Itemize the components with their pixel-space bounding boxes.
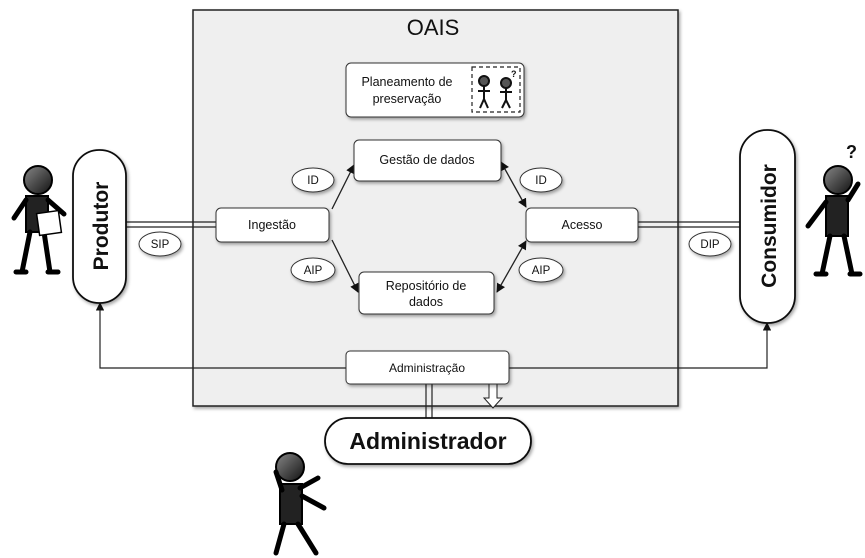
ingestao-label: Ingestão — [248, 218, 296, 232]
repositorio-line1: Repositório de — [386, 279, 467, 293]
consumer-question-mark: ? — [846, 142, 857, 162]
node-gestao-de-dados: Gestão de dados — [353, 139, 502, 182]
administracao-label: Administração — [389, 361, 465, 375]
produtor-label: Produtor — [90, 182, 113, 271]
arrow-to-consumidor — [509, 322, 772, 369]
node-acesso: Acesso — [525, 207, 639, 243]
node-ingestao: Ingestão — [215, 207, 330, 243]
pkg-dip: DIP — [688, 231, 732, 257]
pkg-aip-left: AIP — [290, 257, 336, 283]
arrow-to-produtor — [95, 302, 346, 369]
planeamento-line2: preservação — [373, 92, 442, 106]
mini-question-mark: ? — [511, 69, 517, 79]
consumer-figure-icon: ? — [805, 142, 863, 277]
planeamento-line1: Planeamento de — [361, 75, 452, 89]
pkg-aip-right: AIP — [518, 257, 564, 283]
pkg-id-left: ID — [291, 167, 335, 193]
gestao-label: Gestão de dados — [379, 153, 474, 167]
actor-produtor: Produtor — [72, 149, 127, 304]
id-left-label: ID — [307, 175, 319, 187]
id-right-label: ID — [535, 175, 547, 187]
node-planeamento: Planeamento de preservação ? — [345, 62, 525, 118]
node-repositorio-de-dados: Repositório de dados — [358, 271, 495, 315]
aip-left-label: AIP — [304, 265, 323, 277]
package-labels: SIP DIP ID ID AIP AIP — [138, 167, 732, 283]
dip-label: DIP — [700, 239, 720, 251]
people-group-icon — [471, 66, 521, 113]
oais-title: OAIS — [407, 15, 460, 40]
flow-arrows — [331, 161, 527, 293]
repositorio-line2: dados — [409, 295, 443, 309]
administrador-label: Administrador — [349, 428, 506, 454]
pkg-id-right: ID — [519, 167, 563, 193]
sip-label: SIP — [151, 239, 170, 251]
administration-feedback-arrows — [95, 302, 772, 369]
producer-figure-icon — [11, 165, 67, 275]
actor-administrador: Administrador — [324, 417, 532, 465]
administrator-figure-icon — [273, 452, 327, 556]
node-administracao: Administração — [345, 350, 510, 385]
acesso-label: Acesso — [562, 218, 603, 232]
pkg-sip: SIP — [138, 231, 182, 257]
actor-consumidor: Consumidor — [739, 129, 796, 324]
consumidor-label: Consumidor — [758, 164, 781, 288]
aip-right-label: AIP — [532, 265, 551, 277]
hollow-down-arrow-icon — [482, 383, 504, 409]
double-line-connectors — [126, 221, 740, 418]
